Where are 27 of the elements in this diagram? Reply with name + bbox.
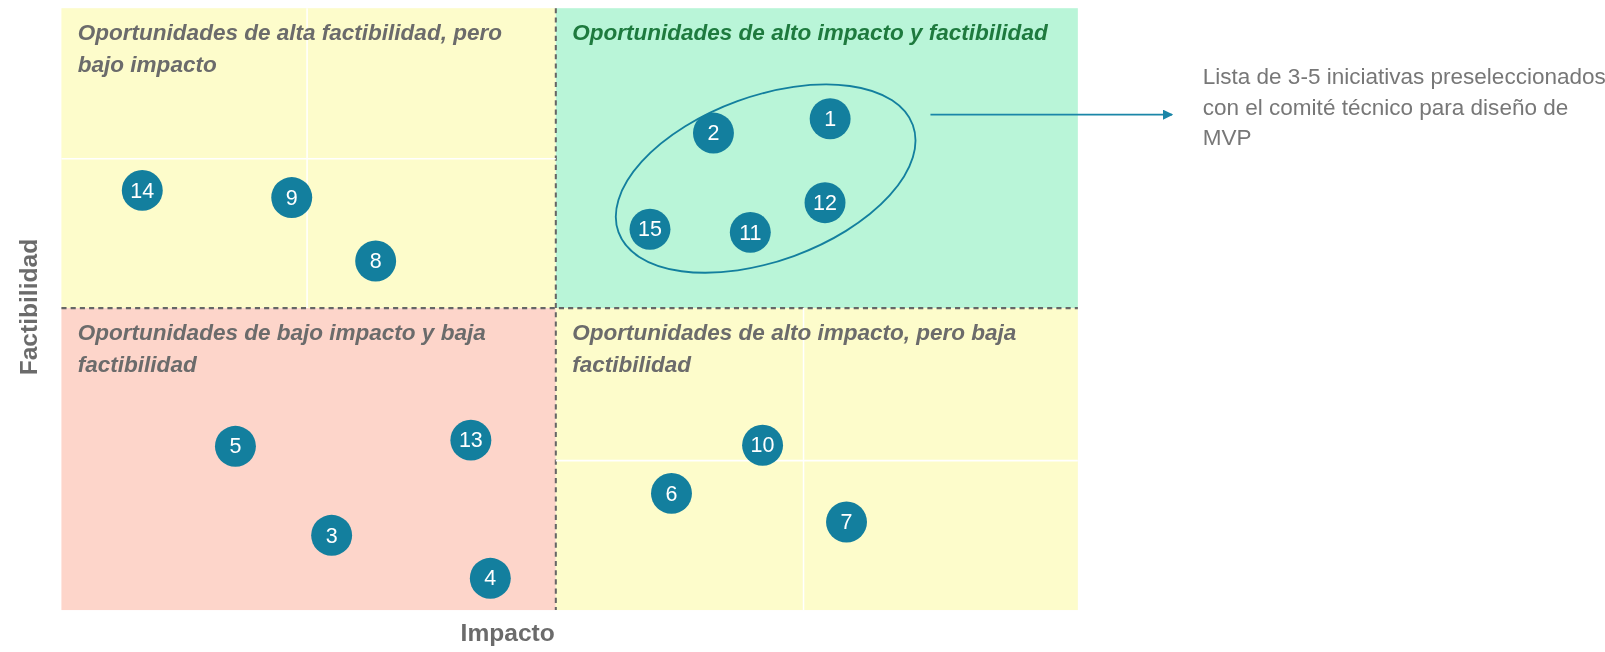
numbered-marker: 10	[742, 424, 784, 466]
numbered-marker: 9	[271, 177, 313, 219]
numbered-marker: 6	[651, 472, 692, 514]
quadrant-heading: Oportunidades de alto impacto y factibilidad	[572, 18, 1049, 48]
numbered-marker: 14	[121, 169, 163, 211]
quadrant-heading: Oportunidades de bajo impacto y baja factibilidad	[77, 318, 487, 379]
numbered-marker: 3	[311, 514, 353, 556]
numbered-marker: 11	[729, 211, 771, 253]
numbered-marker: 5	[214, 425, 256, 467]
numbered-marker: 12	[804, 182, 846, 224]
numbered-marker: 1	[809, 98, 851, 140]
axis-label: Factibilidad	[14, 237, 43, 378]
numbered-marker: 8	[355, 240, 397, 282]
numbered-marker: 13	[450, 419, 492, 461]
arrow	[929, 109, 1174, 120]
numbered-marker: 4	[469, 557, 511, 599]
quadrant-panel	[61, 308, 556, 611]
numbered-marker: 15	[629, 208, 671, 250]
quadrant-panel	[61, 8, 556, 309]
axis-label: Impacto	[459, 618, 556, 647]
quadrant-panel	[555, 308, 1078, 611]
note-text: Lista de 3-5 iniciativas preseleccionados con el comité técnico para diseño de MVP	[1202, 61, 1605, 154]
numbered-marker: 7	[826, 501, 867, 543]
quadrant-heading: Oportunidades de alto impacto, pero baja factibilidad	[572, 318, 1018, 379]
quadrant-heading: Oportunidades de alta factibilidad, pero bajo impacto	[77, 18, 503, 79]
quadrant-panel	[555, 8, 1078, 309]
numbered-marker: 2	[693, 112, 734, 154]
